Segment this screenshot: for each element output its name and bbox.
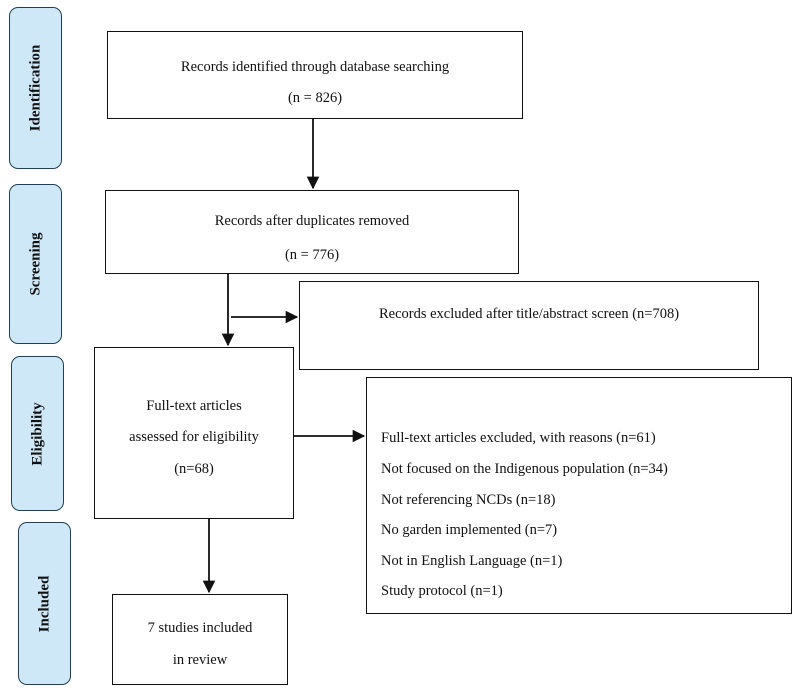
identified-text: Records identified through database sear… (180, 59, 450, 75)
excluded-fulltext-box: Full-text articles excluded, with reason… (366, 377, 792, 614)
fulltext-text-1: Full-text articles (146, 398, 242, 414)
excluded-reason: Not in English Language (n=1) (381, 553, 563, 569)
excluded-screen-text: Records excluded after title/abstract sc… (378, 306, 680, 322)
included-box: 7 studies included in review (112, 594, 288, 685)
included-text: 7 studies included (147, 620, 253, 636)
phase-eligibility: Eligibility (11, 356, 64, 511)
identified-count: (n = 826) (287, 90, 343, 106)
deduplicated-count: (n = 776) (284, 247, 340, 263)
excluded-reason: Not focused on the Indigenous population… (381, 461, 668, 477)
fulltext-text-2: assessed for eligibility (129, 429, 259, 445)
phase-screening: Screening (9, 184, 62, 344)
deduplicated-text: Records after duplicates removed (214, 213, 410, 229)
excluded-reason: Study protocol (n=1) (381, 583, 503, 599)
phase-identification: Identification (9, 7, 62, 169)
excluded-reason: Not referencing NCDs (n=18) (381, 492, 556, 508)
excluded-screen-box: Records excluded after title/abstract sc… (299, 281, 759, 370)
fulltext-box: Full-text articles assessed for eligibil… (94, 347, 294, 519)
included-text-2: in review (172, 652, 228, 668)
fulltext-count: (n=68) (174, 461, 214, 477)
identified-box: Records identified through database sear… (107, 31, 523, 119)
excluded-fulltext-header: Full-text articles excluded, with reason… (381, 430, 656, 446)
phase-included: Included (18, 522, 71, 685)
deduplicated-box: Records after duplicates removed (n = 77… (105, 190, 519, 274)
excluded-reason: No garden implemented (n=7) (381, 522, 558, 538)
